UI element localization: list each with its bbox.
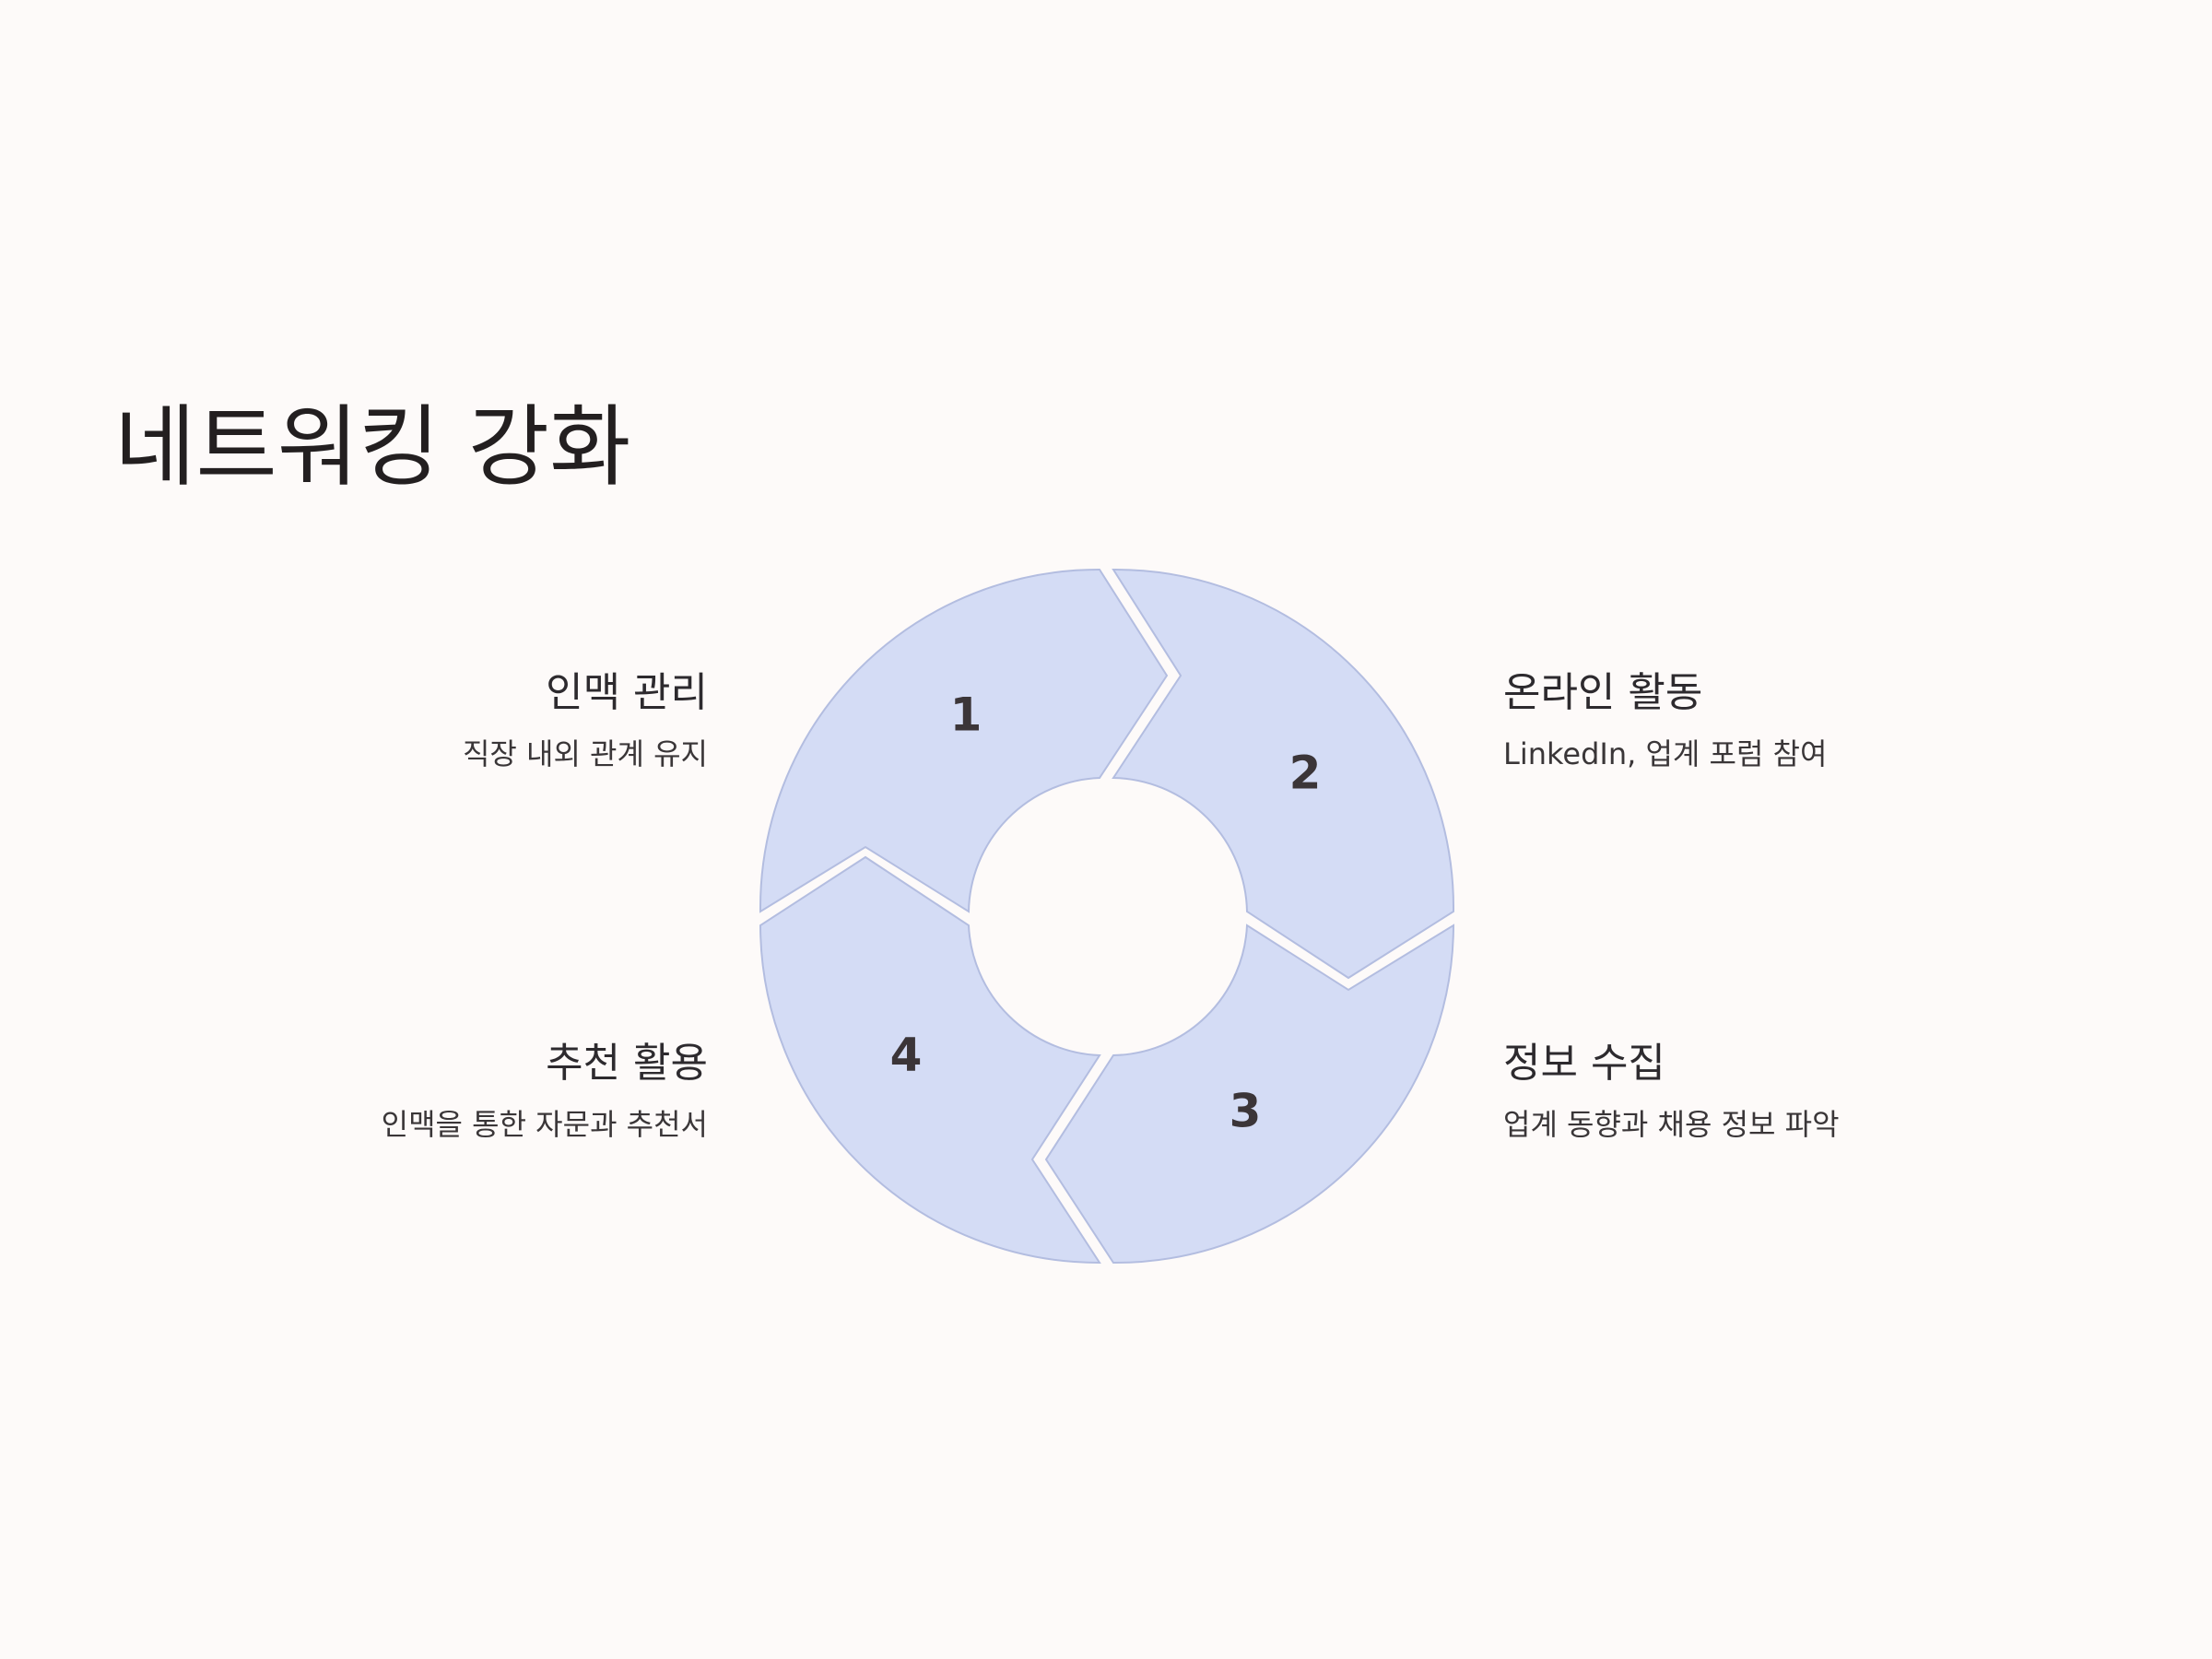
segment-number-4: 4 — [890, 1029, 923, 1082]
segment-number-2: 2 — [1289, 747, 1322, 800]
step-title: 인맥 관리 — [546, 669, 708, 716]
cycle-segment-2 — [1112, 568, 1455, 980]
step-label-2: 온라인 활동 LinkedIn, 업계 포럼 참여 — [1503, 665, 1827, 774]
segment-number-1: 1 — [950, 688, 982, 742]
step-label-1: 인맥 관리 직장 내외 관계 유지 — [463, 665, 708, 774]
segment-number-3: 3 — [1230, 1085, 1262, 1138]
cycle-segment-3 — [1044, 924, 1455, 1265]
cycle-segment-1 — [759, 568, 1169, 913]
step-title: 온라인 활동 — [1503, 669, 1703, 716]
step-description: 직장 내외 관계 유지 — [462, 736, 708, 771]
step-title: 정보 수집 — [1503, 1040, 1665, 1087]
step-description: LinkedIn, 업계 포럼 참여 — [1503, 736, 1828, 771]
page-title: 네트워킹 강화 — [114, 395, 631, 499]
step-description: 인맥을 통한 자문과 추천서 — [381, 1107, 708, 1142]
step-label-3: 정보 수집 업계 동향과 채용 정보 파악 — [1503, 1036, 1840, 1145]
step-description: 업계 동향과 채용 정보 파악 — [1503, 1107, 1840, 1142]
step-title: 추천 활용 — [546, 1040, 708, 1087]
cycle-segment-4 — [759, 855, 1101, 1265]
step-label-4: 추천 활용 인맥을 통한 자문과 추천서 — [382, 1036, 708, 1145]
